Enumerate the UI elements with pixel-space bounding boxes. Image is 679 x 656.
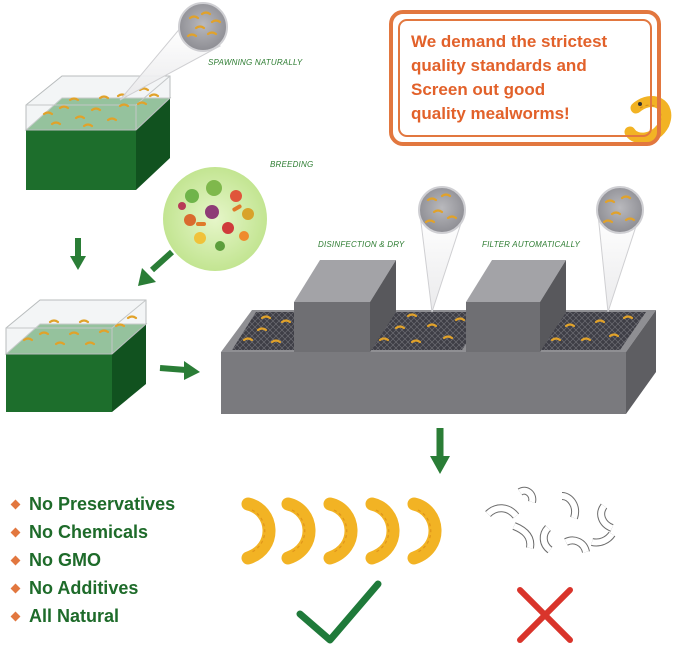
diamond-bullet-icon: [10, 527, 21, 537]
benefit-label: No Chemicals: [29, 521, 149, 542]
rejected-mealworms: [485, 486, 616, 554]
benefit-item: No Preservatives: [8, 490, 238, 518]
benefit-item: No Chemicals: [8, 518, 238, 546]
arrow-down-left: [70, 238, 86, 270]
benefits-list: No Preservatives No Chemicals No GMO No …: [8, 490, 238, 630]
callout-inner-border: [398, 19, 652, 137]
label-spawning: SPAWNING NATURALLY: [208, 58, 303, 67]
cross-icon: [517, 587, 573, 643]
diamond-bullet-icon: [10, 611, 21, 621]
label-disinfection: DISINFECTION & DRY: [318, 240, 405, 249]
callout-line: We demand the strictest: [411, 32, 608, 51]
label-filter: FILTER AUTOMATICALLY: [482, 240, 581, 249]
magnifier-filter: [596, 186, 644, 313]
diamond-bullet-icon: [10, 499, 21, 509]
benefit-label: All Natural: [29, 605, 120, 626]
benefit-item: No GMO: [8, 546, 238, 574]
breeding-feed-circle: [163, 167, 267, 271]
breeding-box: [4, 299, 148, 412]
quality-callout: We demand the strictest quality standard…: [389, 10, 661, 146]
spawning-box: [24, 75, 172, 190]
callout-text: We demand the strictest quality standard…: [411, 30, 651, 126]
benefit-label: No Additives: [29, 577, 139, 598]
arrow-to-machine: [159, 361, 200, 380]
callout-line: quality mealworms!: [411, 104, 570, 123]
check-icon: [296, 580, 382, 644]
diamond-bullet-icon: [10, 555, 21, 565]
arrow-feed-to-box: [138, 249, 175, 286]
processing-machine: [221, 260, 656, 414]
benefit-label: No Preservatives: [29, 493, 176, 514]
benefit-item: No Additives: [8, 574, 238, 602]
arrow-down-output: [430, 428, 450, 474]
magnifier-spawning: [119, 2, 228, 101]
callout-line: quality standards and: [411, 56, 587, 75]
good-mealworms: [241, 497, 442, 565]
diamond-bullet-icon: [10, 583, 21, 593]
callout-line: Screen out good: [411, 80, 546, 99]
label-breeding: BREEDING: [270, 160, 314, 169]
benefit-item: All Natural: [8, 602, 238, 630]
benefit-label: No GMO: [29, 549, 101, 570]
magnifier-disinfection: [418, 186, 466, 313]
